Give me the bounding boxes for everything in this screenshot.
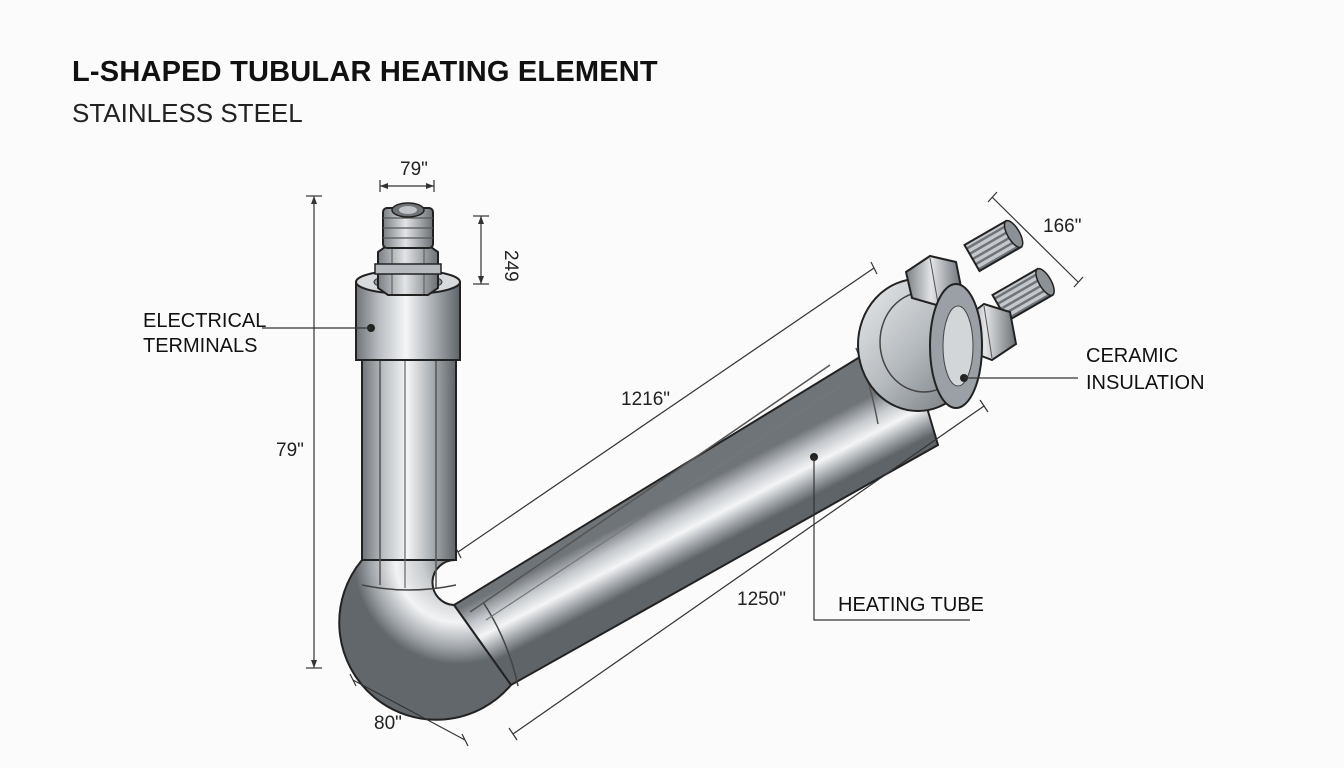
dim-bend-width: 80" <box>374 713 402 734</box>
dim-vertical-length: 79" <box>276 440 304 461</box>
dim-diagonal-lower: 1250" <box>737 589 786 610</box>
right-terminal-assembly <box>857 219 1055 412</box>
label-ceramic-insulation-line2: INSULATION <box>1086 372 1205 394</box>
page-subtitle: STAINLESS STEEL <box>72 98 303 128</box>
dimension-lines <box>306 180 1084 747</box>
dim-nut-height: 249 <box>500 250 521 282</box>
label-heating-tube: HEATING TUBE <box>838 594 984 616</box>
label-electrical-terminals-line2: TERMINALS <box>143 335 257 357</box>
page-title: L-SHAPED TUBULAR HEATING ELEMENT <box>72 56 658 88</box>
callout-leaders <box>262 327 1078 621</box>
heating-tube-body <box>338 328 940 721</box>
dim-diagonal-upper: 1216" <box>621 389 670 410</box>
dim-terminal-width: 79" <box>400 159 428 180</box>
label-electrical-terminals-line1: ELECTRICAL <box>143 310 266 332</box>
dimension-arrowheads <box>311 183 484 668</box>
dim-terminal-spacing: 166" <box>1043 216 1081 237</box>
label-ceramic-insulation-line1: CERAMIC <box>1086 345 1178 367</box>
left-terminal-assembly <box>355 202 461 361</box>
